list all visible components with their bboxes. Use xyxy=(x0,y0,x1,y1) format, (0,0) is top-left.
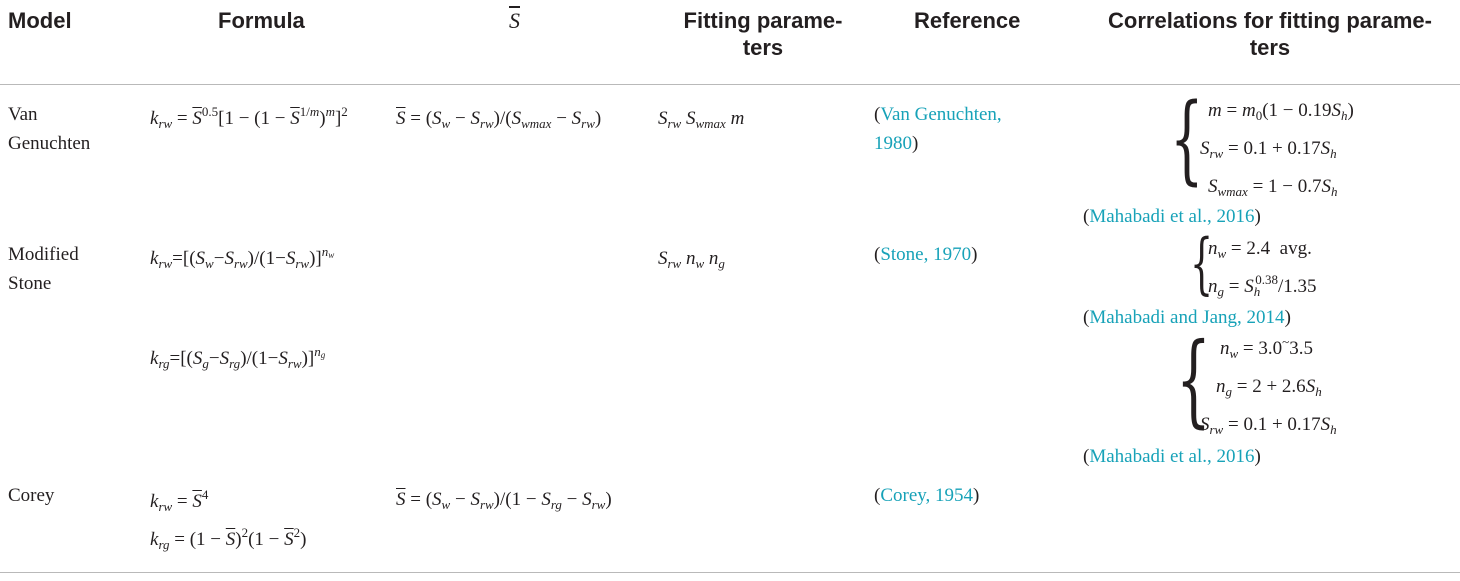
sbar-symbol: S xyxy=(509,8,520,33)
correlation-ref-stone-2: (Mahabadi et al., 2016) xyxy=(1083,446,1261,467)
header-fitting: Fitting parame- ters xyxy=(668,7,858,61)
formula-stone-krw: krw=[(Sw−Srw)/(1−Srw)]nw xyxy=(150,244,335,271)
formula-stone-krg: krg=[(Sg−Srg)/(1−Srw)]ng xyxy=(150,344,326,371)
header-formula: Formula xyxy=(218,8,305,33)
avg-label: avg. xyxy=(1279,238,1312,259)
correlation-stone-1: nw = 2.4 avg. ng = Sh0.38/1.35 xyxy=(1208,238,1317,299)
reference-van-genuchten: (Van Genuchten, 1980) xyxy=(874,104,1002,154)
reference-link-year[interactable]: 1980 xyxy=(874,133,912,154)
header-correlations: Correlations for fitting parame- ters xyxy=(1085,7,1455,61)
brace-stone-1: { xyxy=(1190,225,1214,302)
model-name-line2: Genuchten xyxy=(8,133,91,154)
model-name-line1: Van xyxy=(8,104,38,125)
correlation-ref-link[interactable]: Mahabadi et al., 2016 xyxy=(1089,206,1255,227)
correlation-ref-link[interactable]: Mahabadi and Jang, 2014 xyxy=(1089,307,1285,328)
model-modified-stone: Modified Stone xyxy=(8,240,79,298)
header-reference: Reference xyxy=(914,8,1021,33)
reference-link[interactable]: Stone, 1970 xyxy=(880,244,972,265)
model-name-line1: Modified xyxy=(8,244,79,265)
model-name-line2: Stone xyxy=(8,273,52,294)
bottom-rule xyxy=(0,572,1460,573)
model-van-genuchten: Van Genuchten xyxy=(8,100,90,158)
sbar-corey: S = (Sw − Srw)/(1 − Srg − Srw) xyxy=(396,489,612,512)
fitting-van-genuchten: Srw Swmax m xyxy=(658,108,745,131)
brace-stone-2: { xyxy=(1176,321,1211,438)
formula-corey: krw = S4 krg = (1 − S)2(1 − S2) xyxy=(150,487,307,552)
formula-van-genuchten: krw = S0.5[1 − (1 − S1/m)m]2 xyxy=(150,104,348,131)
header-model: Model xyxy=(8,8,72,33)
correlation-ref-van-genuchten: (Mahabadi et al., 2016) xyxy=(1083,206,1261,227)
header-sbar: S xyxy=(509,7,520,34)
reference-link[interactable]: Van Genuchten, xyxy=(880,104,1002,125)
header-correlations-line2: ters xyxy=(1249,35,1291,60)
header-rule xyxy=(0,84,1460,85)
model-corey: Corey xyxy=(8,485,55,506)
correlation-ref-link[interactable]: Mahabadi et al., 2016 xyxy=(1089,446,1255,467)
header-fitting-line2: ters xyxy=(742,35,784,60)
reference-stone: (Stone, 1970) xyxy=(874,244,978,265)
fitting-stone: Srw nw ng xyxy=(658,248,725,271)
reference-link[interactable]: Corey, 1954 xyxy=(880,485,974,506)
sbar-van-genuchten: S = (Sw − Srw)/(Swmax − Srw) xyxy=(396,108,602,131)
reference-corey: (Corey, 1954) xyxy=(874,485,980,506)
correlation-ref-stone-1: (Mahabadi and Jang, 2014) xyxy=(1083,307,1291,328)
correlation-stone-2: nw = 3.0~3.5 ng = 2 + 2.6Sh Srw = 0.1 + … xyxy=(1200,334,1337,437)
brace-van-genuchten: { xyxy=(1170,83,1204,195)
correlation-van-genuchten: m = m0(1 − 0.19Sh) Srw = 0.1 + 0.17Sh Sw… xyxy=(1200,100,1354,199)
header-correlations-line1: Correlations for fitting parame- xyxy=(1108,8,1432,33)
header-fitting-line1: Fitting parame- xyxy=(683,8,843,33)
